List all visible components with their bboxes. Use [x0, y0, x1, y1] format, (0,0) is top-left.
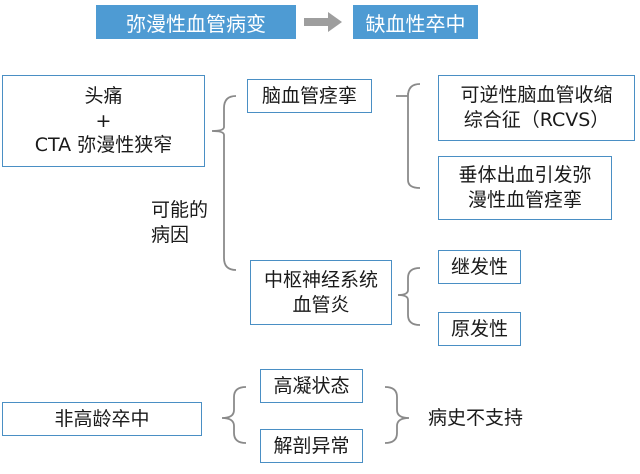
possible-cause-line-1: 可能的 [151, 199, 209, 221]
history-not-supported-text: 病史不支持 [428, 407, 524, 429]
rcvs-box: 可逆性脑血管收缩 综合征（RCVS） [438, 75, 635, 141]
cns-vasculitis-line-2: 血管炎 [292, 293, 350, 316]
main-presentation-box: 头痛 + CTA 弥漫性狭窄 [2, 75, 205, 167]
secondary-box: 继发性 [438, 250, 521, 284]
hypercoagulable-label: 高凝状态 [273, 374, 350, 397]
main-box-line-1: 头痛 [84, 84, 123, 107]
possible-cause-label: 可能的 病因 [151, 198, 208, 247]
header-left-text: 弥漫性血管病变 [126, 11, 266, 36]
anatomic-abnormality-box: 解剖异常 [260, 429, 363, 463]
cns-vasculitis-line-1: 中枢神经系统 [263, 268, 378, 291]
primary-box: 原发性 [438, 312, 521, 346]
rcvs-line-1: 可逆性脑血管收缩 [460, 84, 613, 107]
possible-cause-line-2: 病因 [151, 223, 190, 246]
non-elderly-stroke-label: 非高龄卒中 [54, 407, 150, 430]
rcvs-line-2: 综合征（RCVS） [463, 109, 610, 131]
secondary-label: 继发性 [450, 255, 508, 278]
header-right-text: 缺血性卒中 [365, 11, 466, 36]
cerebral-vasospasm-label: 脑血管痉挛 [261, 84, 357, 107]
anatomic-abnormality-label: 解剖异常 [273, 434, 350, 457]
main-box-line-2: + [95, 109, 112, 132]
pituitary-line-1: 垂体出血引发弥 [458, 164, 592, 187]
non-elderly-stroke-box: 非高龄卒中 [2, 402, 202, 436]
header-right-box: 缺血性卒中 [353, 5, 478, 39]
header-left-box: 弥漫性血管病变 [96, 5, 296, 39]
cns-vasculitis-box: 中枢神经系统 血管炎 [250, 260, 392, 325]
hypercoagulable-box: 高凝状态 [260, 369, 363, 403]
cerebral-vasospasm-box: 脑血管痉挛 [247, 79, 372, 113]
primary-label: 原发性 [450, 317, 508, 340]
pituitary-line-2: 漫性血管痉挛 [467, 189, 582, 211]
history-not-supported-label: 病史不支持 [428, 406, 523, 431]
main-box-line-3: CTA 弥漫性狭窄 [34, 134, 173, 157]
pituitary-hemorrhage-box: 垂体出血引发弥 漫性血管痉挛 [438, 156, 612, 220]
